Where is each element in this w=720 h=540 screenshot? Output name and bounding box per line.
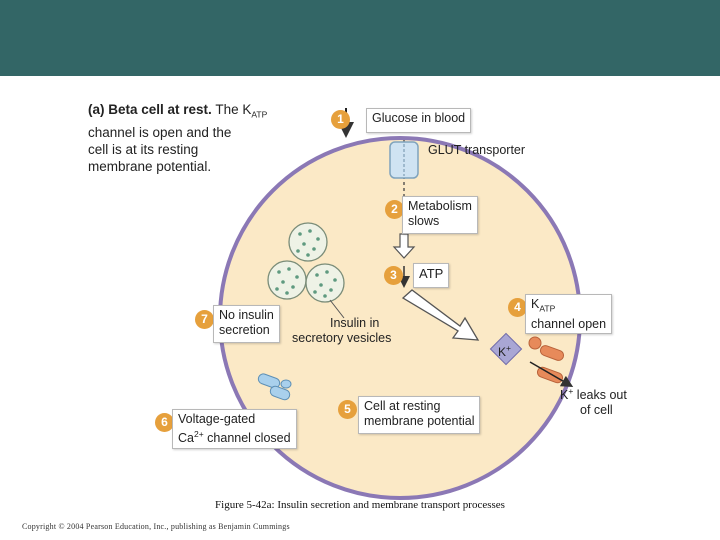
step-6-label: Voltage-gated Ca2+ channel closed	[172, 409, 297, 449]
step-6-sup: 2+	[193, 429, 204, 439]
step-4-line-2: channel open	[531, 316, 607, 331]
k-ion-label: K+	[498, 341, 511, 360]
step-3-badge: 3	[384, 266, 403, 285]
step-6-line-2: Ca	[178, 431, 194, 446]
step-1-label: Glucose in blood	[366, 108, 472, 133]
step-2-badge: 2	[385, 200, 404, 219]
title-line-3: cell is at its resting	[88, 141, 199, 157]
step-4-line-1: K	[531, 297, 540, 311]
atp-to-channel-arrow	[401, 289, 480, 341]
step-7-badge: 7	[195, 310, 214, 329]
step-6-line-1: Voltage-gated	[178, 412, 256, 426]
step-7-line-2: secretion	[219, 323, 270, 337]
k-ion-base: K	[498, 345, 507, 359]
diagram-title: (a) Beta cell at rest. The KATP channel …	[88, 101, 288, 175]
copyright-notice: Copyright © 2004 Pearson Education, Inc.…	[22, 522, 290, 531]
k-ion-sup: +	[506, 343, 511, 353]
vesicles-label-line-2: secretory vesicles	[292, 331, 392, 345]
k-ion-diamond	[489, 332, 523, 366]
vesicles-label-line-1: Insulin in	[330, 316, 380, 330]
slide-header-bar	[0, 0, 720, 76]
step-1-badge: 1	[331, 110, 350, 129]
metabolism-to-atp-arrow	[392, 233, 416, 259]
k-leak-arrow	[529, 361, 574, 388]
step-4-sub: ATP	[539, 303, 556, 314]
k-leak-line-2: of cell	[580, 403, 613, 418]
step-1-text: Glucose in blood	[372, 111, 466, 125]
title-line-2: channel is open and the	[88, 124, 232, 140]
step-5-line-1: Cell at resting	[364, 399, 441, 413]
step-3-text: ATP	[419, 266, 444, 281]
step-5-label: Cell at resting membrane potential	[358, 396, 481, 434]
step-2-line-2: slows	[408, 214, 440, 228]
step-6-badge: 6	[155, 413, 174, 432]
k-leak-base: K	[560, 388, 569, 403]
glut-label: GLUT transporter	[428, 143, 526, 157]
ca-channel-icon	[257, 373, 292, 401]
secretory-vesicles	[267, 222, 345, 303]
step-2-label: Metabolism slows	[402, 196, 478, 234]
step-5-line-2: membrane potential	[364, 414, 475, 428]
step-7-line-1: No insulin	[219, 308, 274, 322]
step-4-badge: 4	[508, 298, 527, 317]
step-2-line-1: Metabolism	[408, 199, 472, 213]
vesicles-label: Insulin in secretory vesicles	[292, 316, 391, 346]
figure-caption: Figure 5-42a: Insulin secretion and memb…	[215, 499, 505, 511]
title-sub: ATP	[251, 109, 268, 120]
step-5-badge: 5	[338, 400, 357, 419]
k-leak-sup: +	[568, 386, 574, 396]
title-bold: (a) Beta cell at rest.	[88, 102, 212, 117]
vesicle-label-leader	[329, 299, 345, 319]
k-leak-label: K+ leaks out of cell	[560, 384, 627, 418]
step-7-label: No insulin secretion	[213, 305, 280, 343]
step-6-line-2-post: channel closed	[203, 431, 291, 446]
step-3-label: ATP	[413, 263, 450, 288]
title-text: The K	[215, 102, 252, 117]
k-leak-post: leaks out	[573, 388, 627, 403]
step-4-label: KATP channel open	[525, 294, 613, 334]
title-line-4: membrane potential.	[88, 158, 212, 174]
